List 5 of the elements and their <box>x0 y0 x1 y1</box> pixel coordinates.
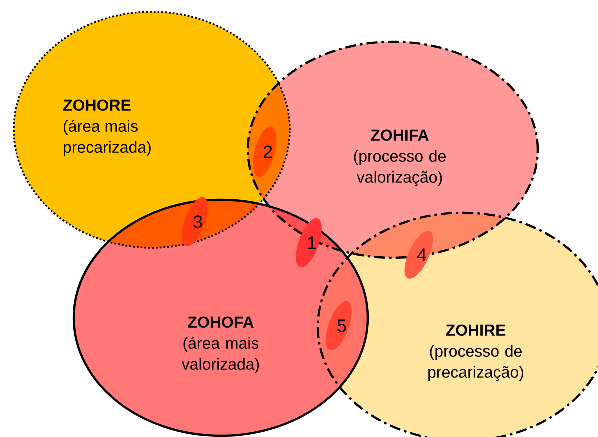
region-number: 2 <box>253 126 277 178</box>
region-number: 1 <box>296 218 322 268</box>
region-number: 5 <box>326 301 352 351</box>
region-number: 4 <box>404 231 434 279</box>
region-number: 3 <box>182 197 208 247</box>
